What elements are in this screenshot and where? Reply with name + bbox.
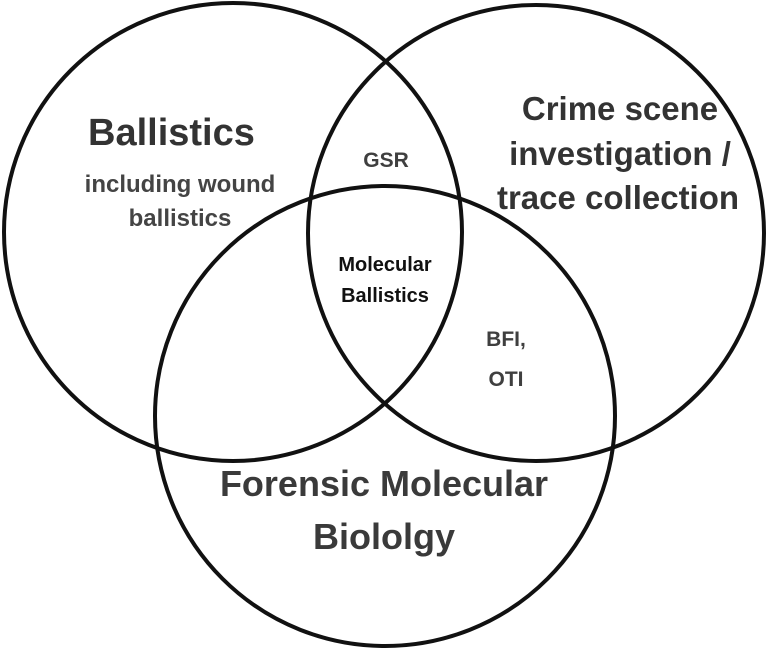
molecular-ballistics-line1: Molecular	[338, 254, 432, 276]
crime-scene-line3: trace collection	[496, 179, 740, 216]
crime-scene-circle	[306, 3, 766, 463]
molecular-ballistics-line2: Ballistics	[341, 285, 429, 307]
ballistics-subtitle-line2: ballistics	[128, 205, 232, 232]
bfi-label: BFI,	[486, 328, 526, 351]
gsr-label: GSR	[363, 149, 409, 172]
forensic-line1: Forensic Molecular	[219, 463, 549, 504]
ballistics-title: Ballistics	[88, 112, 255, 154]
forensic-line2: Biololgy	[313, 516, 455, 557]
forensic-biology-circle	[153, 184, 617, 648]
crime-scene-line2: investigation /	[509, 135, 731, 172]
crime-scene-line1: Crime scene	[521, 90, 719, 127]
oti-label: OTI	[488, 368, 524, 391]
ballistics-circle	[2, 1, 464, 463]
ballistics-subtitle-line1: including wound	[84, 171, 276, 198]
